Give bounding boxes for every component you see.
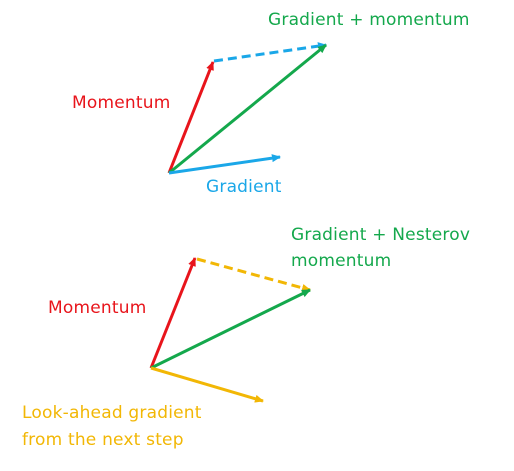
bottom-result-label-line1: Gradient + Nesterov — [291, 225, 470, 245]
bottom-momentum-arrow — [149, 257, 197, 369]
top-momentum-label: Momentum — [72, 93, 170, 113]
top-gradient-label: Gradient — [206, 177, 282, 197]
bottom-momentum-label: Momentum — [48, 298, 146, 318]
bottom-lookahead-arrow — [150, 366, 264, 403]
bottom-lookahead-dashed-arrow — [196, 257, 311, 292]
top-result-label: Gradient + momentum — [268, 10, 470, 30]
bottom-lookahead-label-line1: Look-ahead gradient — [22, 403, 202, 423]
bottom-result-arrow — [150, 288, 311, 370]
top-momentum-arrow — [167, 61, 215, 174]
top-result-arrow — [168, 43, 327, 175]
top-gradient-dashed-arrow — [213, 42, 327, 63]
bottom-lookahead-label-line2: from the next step — [22, 430, 184, 450]
top-momentum-diagram: Gradient + momentum Momentum Gradient — [72, 10, 470, 197]
bottom-result-label-line2: momentum — [291, 251, 391, 271]
top-gradient-arrow — [168, 154, 281, 175]
bottom-nesterov-diagram: Gradient + Nesterov momentum Momentum Lo… — [22, 225, 470, 450]
